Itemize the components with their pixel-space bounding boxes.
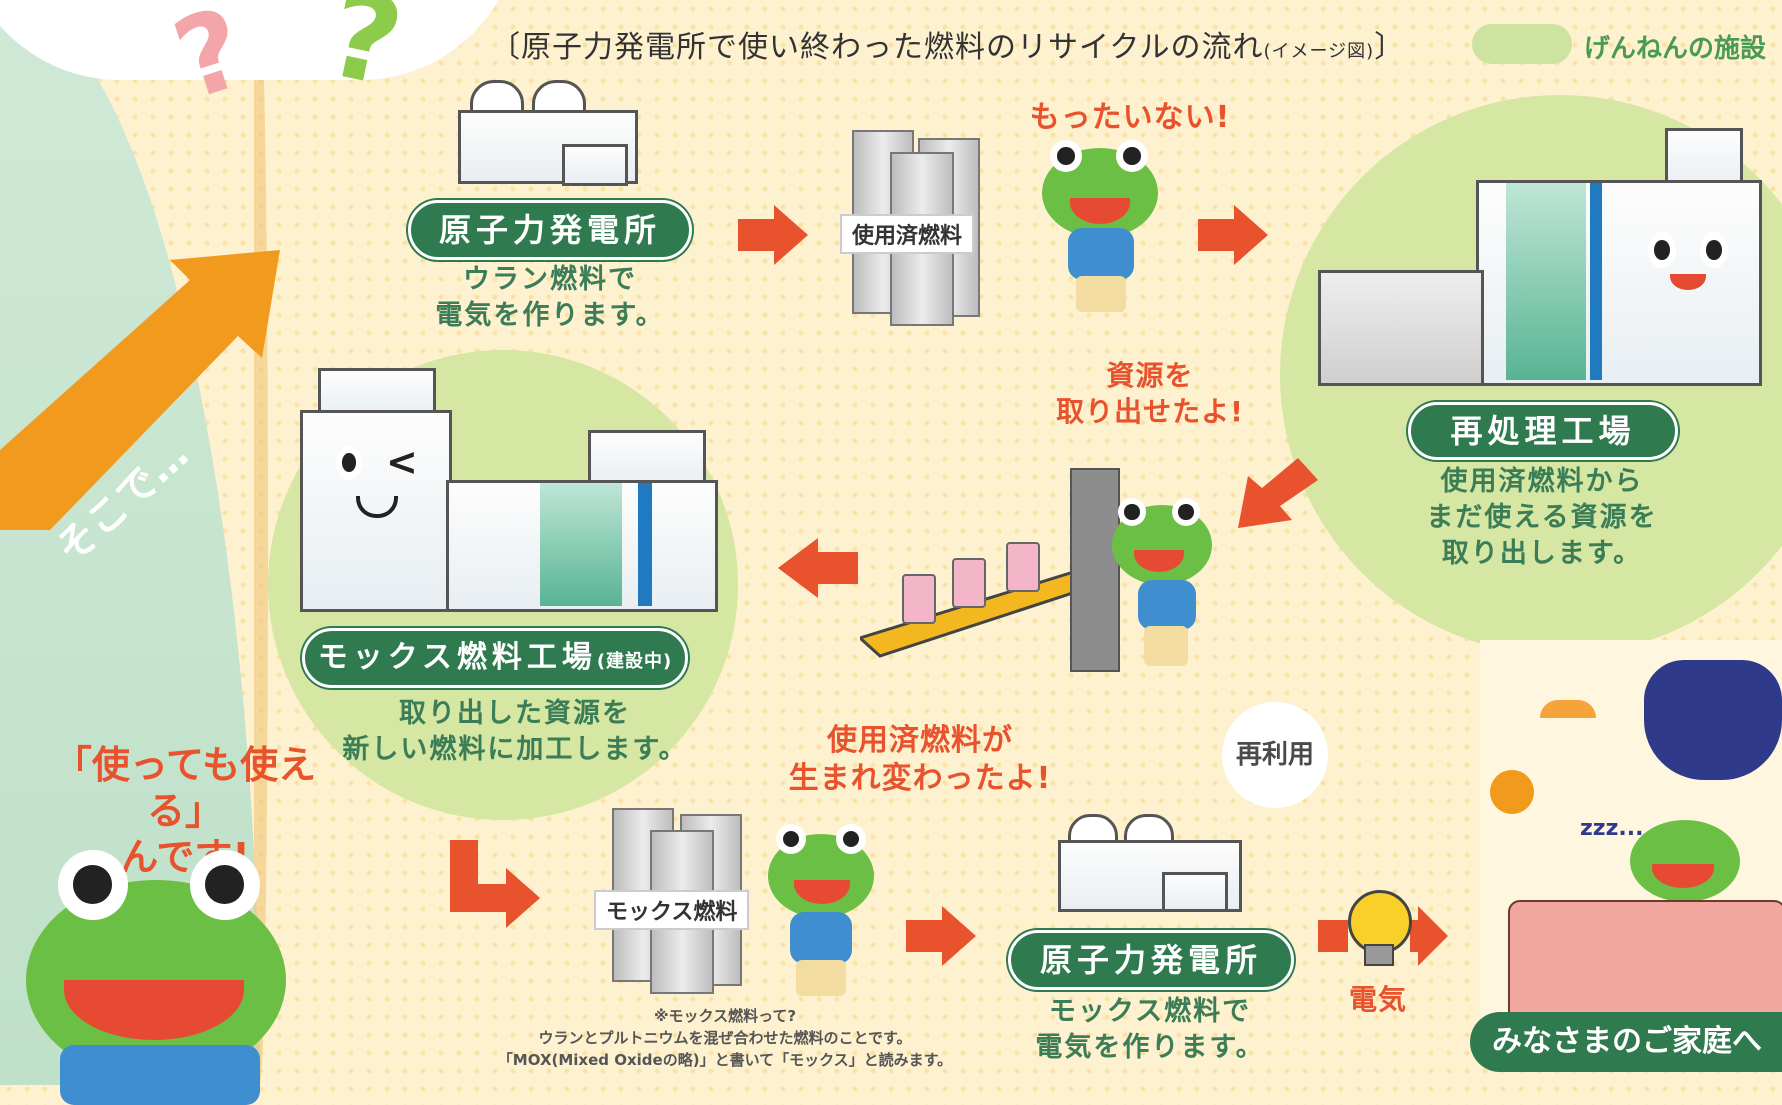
mox-plant-desc: 取り出した資源を 新しい燃料に加工します。: [330, 696, 700, 768]
reprocessing-desc-line2: まだ使える資源を: [1426, 502, 1658, 533]
shigen-line1: 資源を: [1106, 359, 1194, 392]
npp1-desc: ウラン燃料で 電気を作ります。: [400, 262, 700, 334]
mox-footnote: ※モックス燃料って? ウランとプルトニウムを混ぜ合わせた燃料のことです。 「MO…: [470, 1005, 980, 1071]
home-label: みなさまのご家庭へ: [1470, 1012, 1782, 1072]
title-main: 〔原子力発電所で使い終わった燃料のリサイクルの流れ: [490, 30, 1264, 65]
legend-swatch: [1472, 24, 1572, 64]
npp1-desc-line2: 電気を作ります。: [435, 300, 665, 331]
mox-fuel-tag: モックス燃料: [594, 890, 750, 930]
flow-arrow-7: [1318, 906, 1448, 966]
mottainai-text: もったいない!: [1029, 100, 1231, 135]
mox-plant-desc-line2: 新しい燃料に加工します。: [342, 734, 688, 765]
tsukattemo-quote: 「使っても使える」 んです!: [30, 742, 340, 880]
diagram-title: 〔原子力発電所で使い終わった燃料のリサイクルの流れ(イメージ図)〕: [490, 22, 1405, 66]
npp2-desc: モックス燃料で 電気を作ります。: [1000, 994, 1300, 1066]
reprocessing-desc: 使用済燃料から まだ使える資源を 取り出します。: [1392, 464, 1692, 572]
electricity-label: 電気: [1348, 983, 1407, 1016]
flow-arrow-6: [906, 906, 976, 966]
npp1-desc-line1: ウラン燃料で: [463, 264, 637, 295]
npp1-label: 原子力発電所: [408, 200, 692, 260]
npp2-desc-line2: 電気を作ります。: [1035, 1032, 1265, 1063]
shigen-text: 資源を 取り出せたよ!: [1030, 358, 1270, 430]
shigen-line2: 取り出せたよ!: [1056, 395, 1244, 428]
reprocessing-desc-line1: 使用済燃料から: [1440, 466, 1644, 497]
flow-arrow-3: [1238, 458, 1318, 528]
legend-label: げんねんの施設: [1584, 34, 1767, 64]
footnote-line3: 「MOX(Mixed Oxideの略)」と書いて「モックス」と読みます。: [497, 1051, 953, 1069]
top-cloud: [0, 0, 520, 80]
mox-plant-label-sub: (建設中): [596, 651, 673, 672]
flow-arrow-5: [450, 840, 540, 928]
reborn-text: 使用済燃料が 生まれ変わったよ!: [770, 722, 1070, 798]
flow-arrow-1: [738, 205, 808, 265]
quote-line1: 「使っても使える」: [53, 743, 317, 833]
footnote-line1: ※モックス燃料って?: [653, 1007, 797, 1025]
npp2-desc-line1: モックス燃料で: [1048, 996, 1252, 1027]
title-sub: (イメージ図): [1263, 41, 1375, 62]
reborn-line2: 生まれ変わったよ!: [788, 761, 1052, 796]
zzz-text: zzz...: [1580, 816, 1644, 841]
reuse-bubble: 再利用: [1222, 702, 1328, 808]
reborn-line1: 使用済燃料が: [827, 723, 1013, 758]
home-scene: zzz...: [1480, 640, 1782, 1050]
reprocessing-desc-line3: 取り出します。: [1441, 538, 1643, 569]
footnote-line2: ウランとプルトニウムを混ぜ合わせた燃料のことです。: [538, 1029, 912, 1047]
mox-plant-label-main: モックス燃料工場: [317, 640, 597, 675]
flow-arrow-4: [778, 538, 858, 598]
spent-fuel-tag: 使用済燃料: [840, 214, 975, 254]
sokode-arrow: [0, 250, 280, 530]
flow-arrow-2: [1198, 205, 1268, 265]
npp2-label: 原子力発電所: [1008, 930, 1294, 990]
mox-plant-label: モックス燃料工場(建設中): [302, 628, 688, 688]
mox-plant-desc-line1: 取り出した資源を: [399, 698, 631, 729]
title-end: 〕: [1374, 30, 1406, 65]
reprocessing-label: 再処理工場: [1408, 402, 1678, 460]
